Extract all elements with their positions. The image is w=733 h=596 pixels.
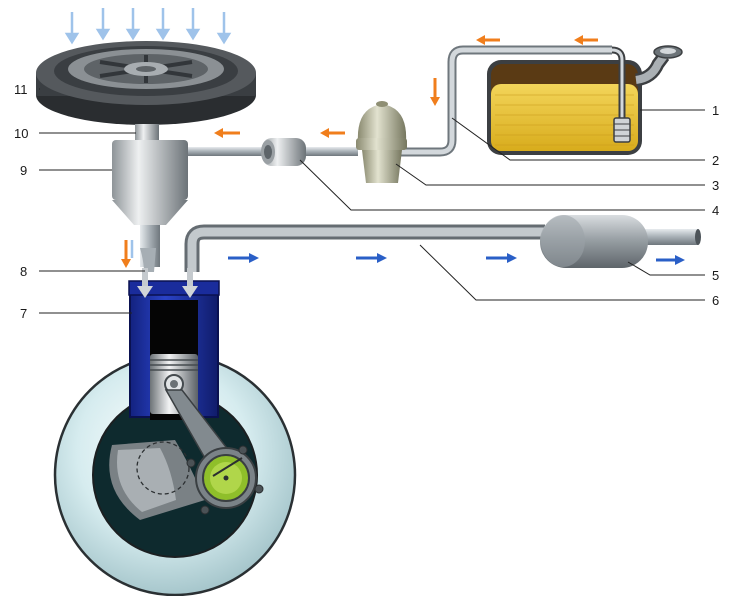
exhaust-pipe xyxy=(184,224,701,272)
callout-6: 6 xyxy=(712,293,719,308)
muffler-icon xyxy=(540,215,648,268)
callout-3: 3 xyxy=(712,178,719,193)
callout-4: 4 xyxy=(712,203,719,218)
callout-8: 8 xyxy=(20,264,27,279)
callout-9: 9 xyxy=(20,163,27,178)
callout-2: 2 xyxy=(712,153,719,168)
callout-11: 11 xyxy=(14,82,28,97)
piston-icon xyxy=(150,354,264,515)
callout-7: 7 xyxy=(20,306,27,321)
crankshaft-icon xyxy=(53,353,297,596)
callout-5: 5 xyxy=(712,268,719,283)
callout-10: 10 xyxy=(14,126,28,141)
air-filter-icon xyxy=(36,41,256,125)
leader-lines xyxy=(39,88,705,314)
callout-1: 1 xyxy=(712,103,719,118)
fuel-tank-icon xyxy=(487,45,683,155)
callout-labels: 1 2 3 4 5 6 7 8 9 10 11 xyxy=(14,82,719,321)
fuel-flow-arrows xyxy=(121,35,598,268)
fuel-pump-icon xyxy=(356,101,407,183)
fuel-filter-icon xyxy=(261,138,306,166)
exhaust-flow-arrows xyxy=(228,253,685,265)
valves xyxy=(137,268,198,298)
intake-air-arrows xyxy=(64,8,232,45)
carburetor-icon xyxy=(112,124,188,272)
